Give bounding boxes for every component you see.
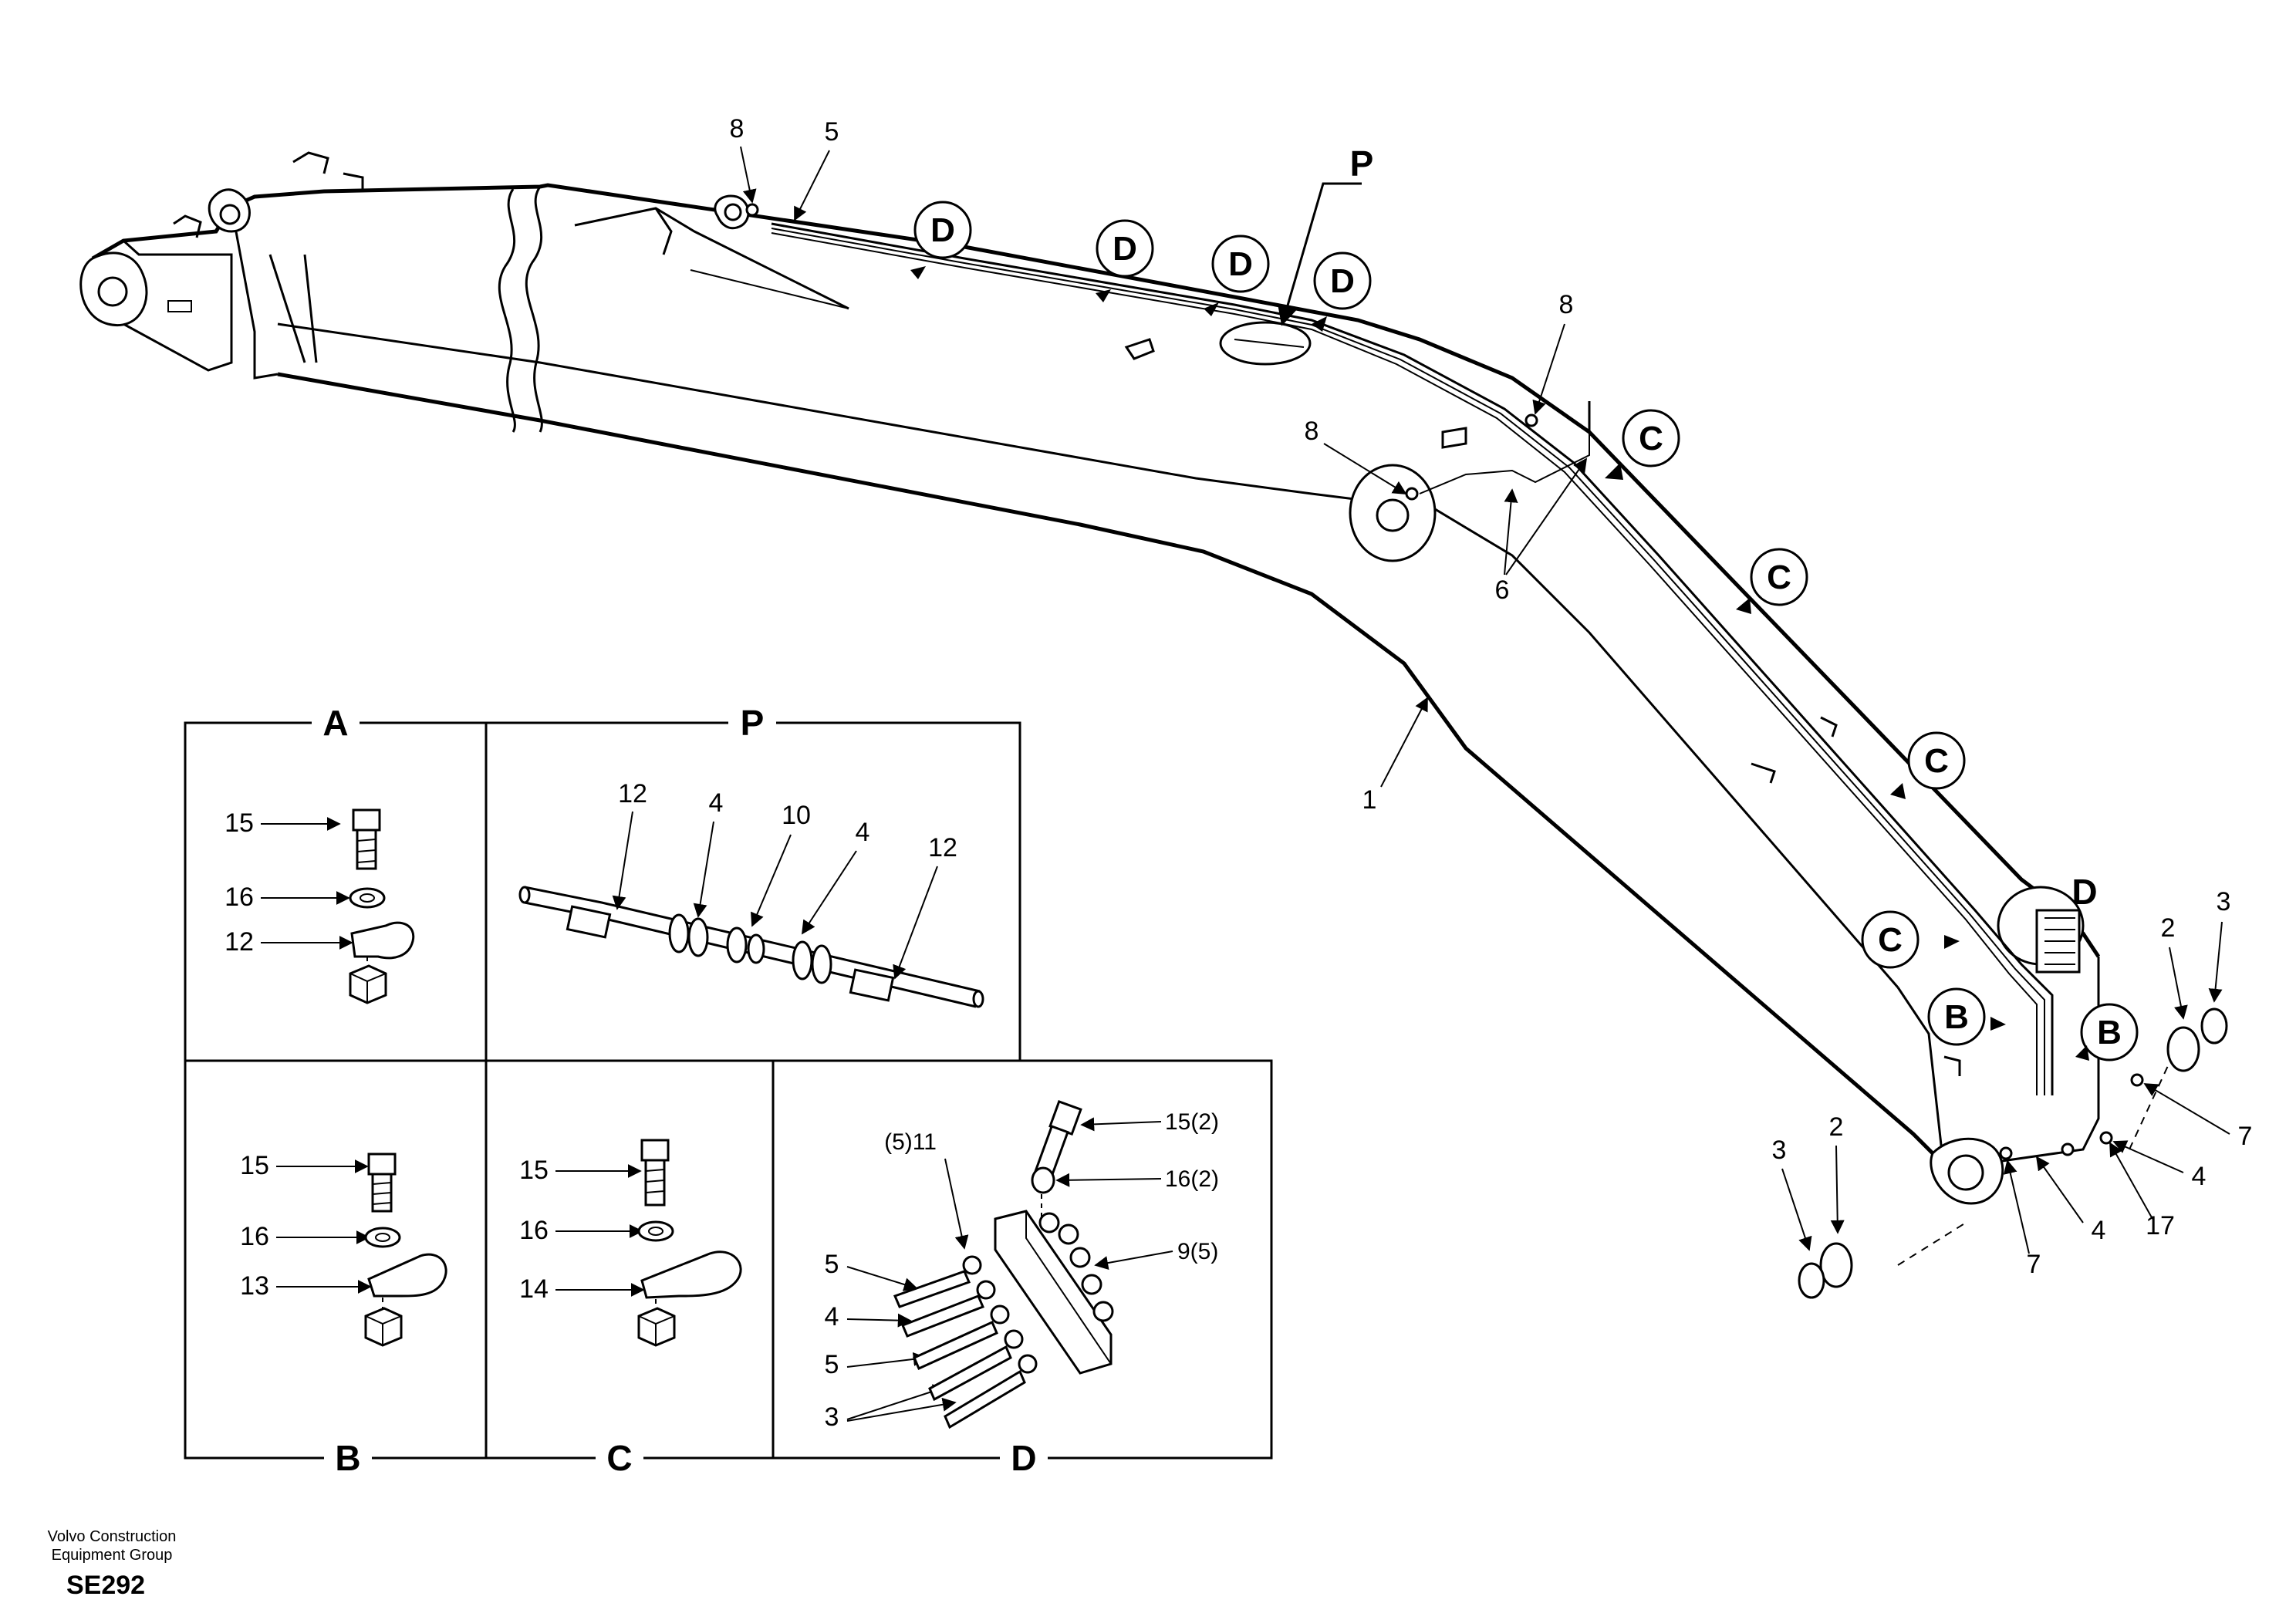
callout-circle-d4: D bbox=[1313, 251, 1372, 310]
svg-text:4: 4 bbox=[825, 1302, 839, 1331]
footer-diagram-code: SE292 bbox=[66, 1571, 146, 1600]
svg-text:4: 4 bbox=[2092, 1216, 2106, 1245]
svg-text:7: 7 bbox=[2027, 1250, 2041, 1279]
callout-circle-d2: D bbox=[1096, 219, 1154, 278]
svg-text:10: 10 bbox=[782, 801, 811, 830]
panel-C: 15 16 14 bbox=[519, 1139, 742, 1347]
main-part-labels: P D 8 5 8 8 6 1 2 3 7 4 17 4 7 3 2 bbox=[730, 114, 2253, 1279]
svg-text:15: 15 bbox=[240, 1151, 269, 1180]
header-B: B bbox=[335, 1438, 360, 1478]
svg-text:D: D bbox=[930, 211, 955, 249]
svg-text:8: 8 bbox=[730, 114, 745, 143]
header-P: P bbox=[741, 703, 765, 743]
svg-text:3: 3 bbox=[1772, 1136, 1787, 1165]
svg-text:16(2): 16(2) bbox=[1165, 1166, 1219, 1192]
svg-text:4: 4 bbox=[856, 818, 870, 847]
header-D: D bbox=[1011, 1438, 1036, 1478]
svg-text:12: 12 bbox=[618, 779, 647, 808]
section-callouts: D D D D C C C C B B bbox=[910, 201, 2139, 1061]
panel-B: 15 16 13 bbox=[240, 1151, 447, 1347]
label-D-end: D bbox=[2071, 872, 2097, 912]
svg-text:15: 15 bbox=[519, 1156, 549, 1185]
header-A: A bbox=[322, 703, 348, 743]
svg-text:8: 8 bbox=[1305, 417, 1319, 446]
svg-text:7: 7 bbox=[2238, 1122, 2253, 1151]
callout-circle-c1: C bbox=[1622, 409, 1680, 467]
panel-D: 15(2) 16(2) 9(5) (5)11 5 4 5 3 bbox=[825, 1099, 1219, 1432]
svg-text:5: 5 bbox=[825, 1350, 839, 1379]
callout-circle-b1: B bbox=[1927, 987, 1986, 1046]
callout-circle-c2: C bbox=[1750, 548, 1808, 606]
svg-text:9(5): 9(5) bbox=[1177, 1239, 1218, 1264]
svg-text:6: 6 bbox=[1495, 575, 1510, 605]
svg-text:5: 5 bbox=[825, 1250, 839, 1279]
svg-text:D: D bbox=[1228, 245, 1253, 283]
svg-text:B: B bbox=[1944, 998, 1969, 1036]
svg-text:3: 3 bbox=[825, 1402, 839, 1432]
svg-text:(5)11: (5)11 bbox=[884, 1129, 937, 1155]
svg-text:15: 15 bbox=[225, 808, 254, 838]
header-C: C bbox=[606, 1438, 632, 1478]
svg-text:D: D bbox=[1113, 230, 1137, 268]
svg-text:B: B bbox=[2097, 1014, 2122, 1051]
footer-company: Volvo Construction Equipment Group bbox=[47, 1528, 177, 1564]
callout-circle-c4: C bbox=[1861, 910, 1920, 969]
svg-text:2: 2 bbox=[1829, 1112, 1844, 1142]
svg-text:8: 8 bbox=[1559, 290, 1574, 319]
svg-text:16: 16 bbox=[519, 1216, 549, 1245]
svg-text:12: 12 bbox=[928, 833, 957, 862]
svg-text:4: 4 bbox=[2192, 1162, 2207, 1191]
label-P-main: P bbox=[1350, 143, 1374, 184]
svg-text:D: D bbox=[1330, 262, 1355, 300]
detail-panels: A P B C D bbox=[184, 703, 1273, 1478]
svg-text:4: 4 bbox=[709, 788, 724, 818]
svg-text:13: 13 bbox=[240, 1271, 269, 1301]
svg-text:12: 12 bbox=[225, 927, 254, 957]
svg-text:C: C bbox=[1639, 420, 1663, 457]
svg-text:5: 5 bbox=[825, 117, 839, 147]
callout-circle-d1: D bbox=[913, 201, 972, 259]
svg-text:16: 16 bbox=[225, 883, 254, 912]
callout-circle-b2: B bbox=[2080, 1003, 2139, 1061]
svg-text:15(2): 15(2) bbox=[1165, 1109, 1219, 1135]
svg-text:14: 14 bbox=[519, 1274, 549, 1304]
svg-text:3: 3 bbox=[2217, 887, 2231, 916]
svg-text:C: C bbox=[1767, 559, 1791, 596]
svg-text:16: 16 bbox=[240, 1222, 269, 1251]
boom-structure bbox=[79, 151, 2228, 1299]
svg-text:2: 2 bbox=[2161, 913, 2176, 943]
panel-A: 15 16 12 bbox=[225, 808, 415, 1004]
callout-circle-c3: C bbox=[1907, 731, 1966, 790]
svg-text:C: C bbox=[1878, 921, 1903, 959]
callout-circle-d3: D bbox=[1211, 235, 1270, 293]
svg-text:C: C bbox=[1924, 742, 1949, 780]
panel-P: 12 4 10 4 12 bbox=[518, 779, 984, 1008]
svg-text:1: 1 bbox=[1362, 785, 1377, 815]
